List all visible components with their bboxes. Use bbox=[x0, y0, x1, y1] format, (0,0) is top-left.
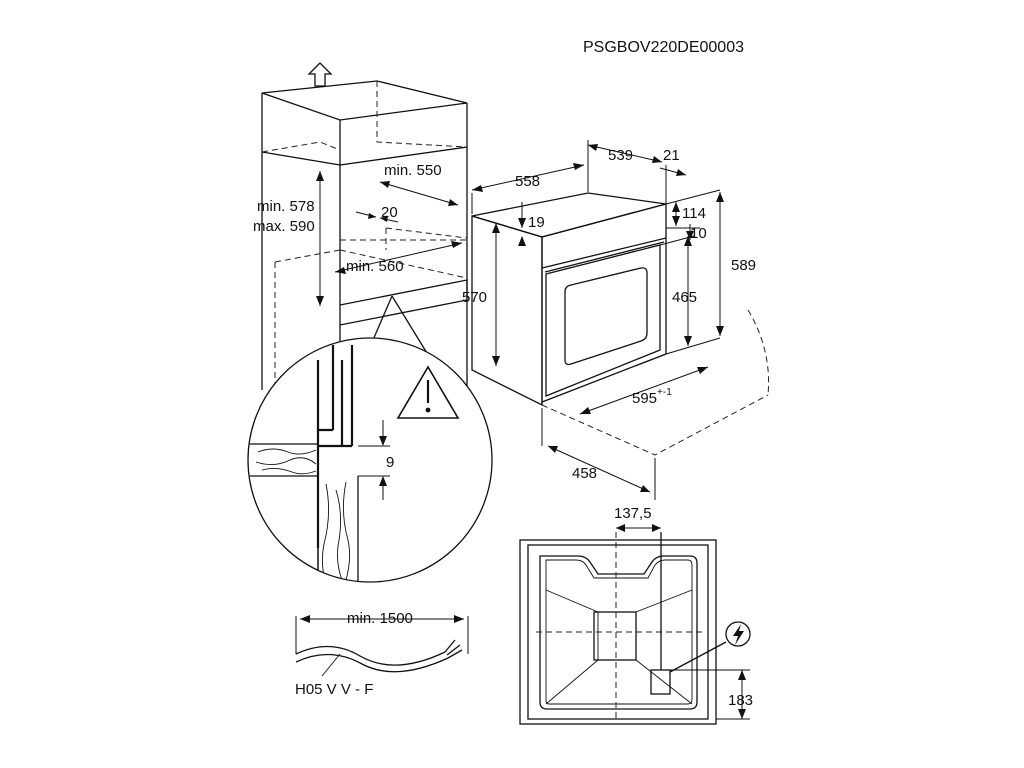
product-code: PSGBOV220DE00003 bbox=[583, 39, 744, 56]
cabinet-drawing: min. 550 20 min. 578 max. 590 min. 560 bbox=[253, 62, 468, 390]
cabinet-min-width: min. 550 bbox=[384, 162, 442, 179]
oven-back-view: 137,5 183 bbox=[519, 505, 753, 725]
detail-gap: 9 bbox=[386, 454, 394, 471]
oven-door-height: 465 bbox=[672, 289, 697, 306]
cabinet-height-max: max. 590 bbox=[253, 218, 315, 235]
oven-top-offset: 19 bbox=[528, 214, 545, 231]
cable-drawing: min. 1500 H05 V V - F bbox=[295, 610, 469, 698]
cable-type: H05 V V - F bbox=[295, 681, 373, 698]
cable-length: min. 1500 bbox=[347, 610, 413, 627]
oven-depth: 539 bbox=[608, 147, 633, 164]
detail-zoom: 9 bbox=[247, 337, 493, 583]
oven-front-offset: 21 bbox=[663, 147, 680, 164]
oven-total-height: 589 bbox=[731, 257, 756, 274]
oven-drawing: 558 539 21 19 570 114 bbox=[462, 140, 770, 500]
cabinet-min-depth: min. 560 bbox=[346, 258, 404, 275]
oven-side-depth: 458 bbox=[572, 465, 597, 482]
oven-front-width-tolerance: +-1 bbox=[657, 387, 672, 398]
oven-panel-gap: 10 bbox=[690, 225, 707, 242]
cabinet-height-min: min. 578 bbox=[257, 198, 315, 215]
warning-triangle-icon bbox=[396, 365, 460, 419]
oven-width: 558 bbox=[515, 173, 540, 190]
electric-connection-icon bbox=[725, 621, 751, 647]
oven-panel-height: 114 bbox=[682, 205, 706, 222]
back-connection-width: 137,5 bbox=[614, 505, 652, 522]
oven-body-height: 570 bbox=[462, 289, 487, 306]
arrow-up-icon bbox=[307, 62, 333, 87]
oven-front-width: 595+-1 bbox=[632, 387, 672, 407]
cabinet-gap: 20 bbox=[381, 204, 398, 221]
back-connection-height: 183 bbox=[728, 692, 753, 709]
